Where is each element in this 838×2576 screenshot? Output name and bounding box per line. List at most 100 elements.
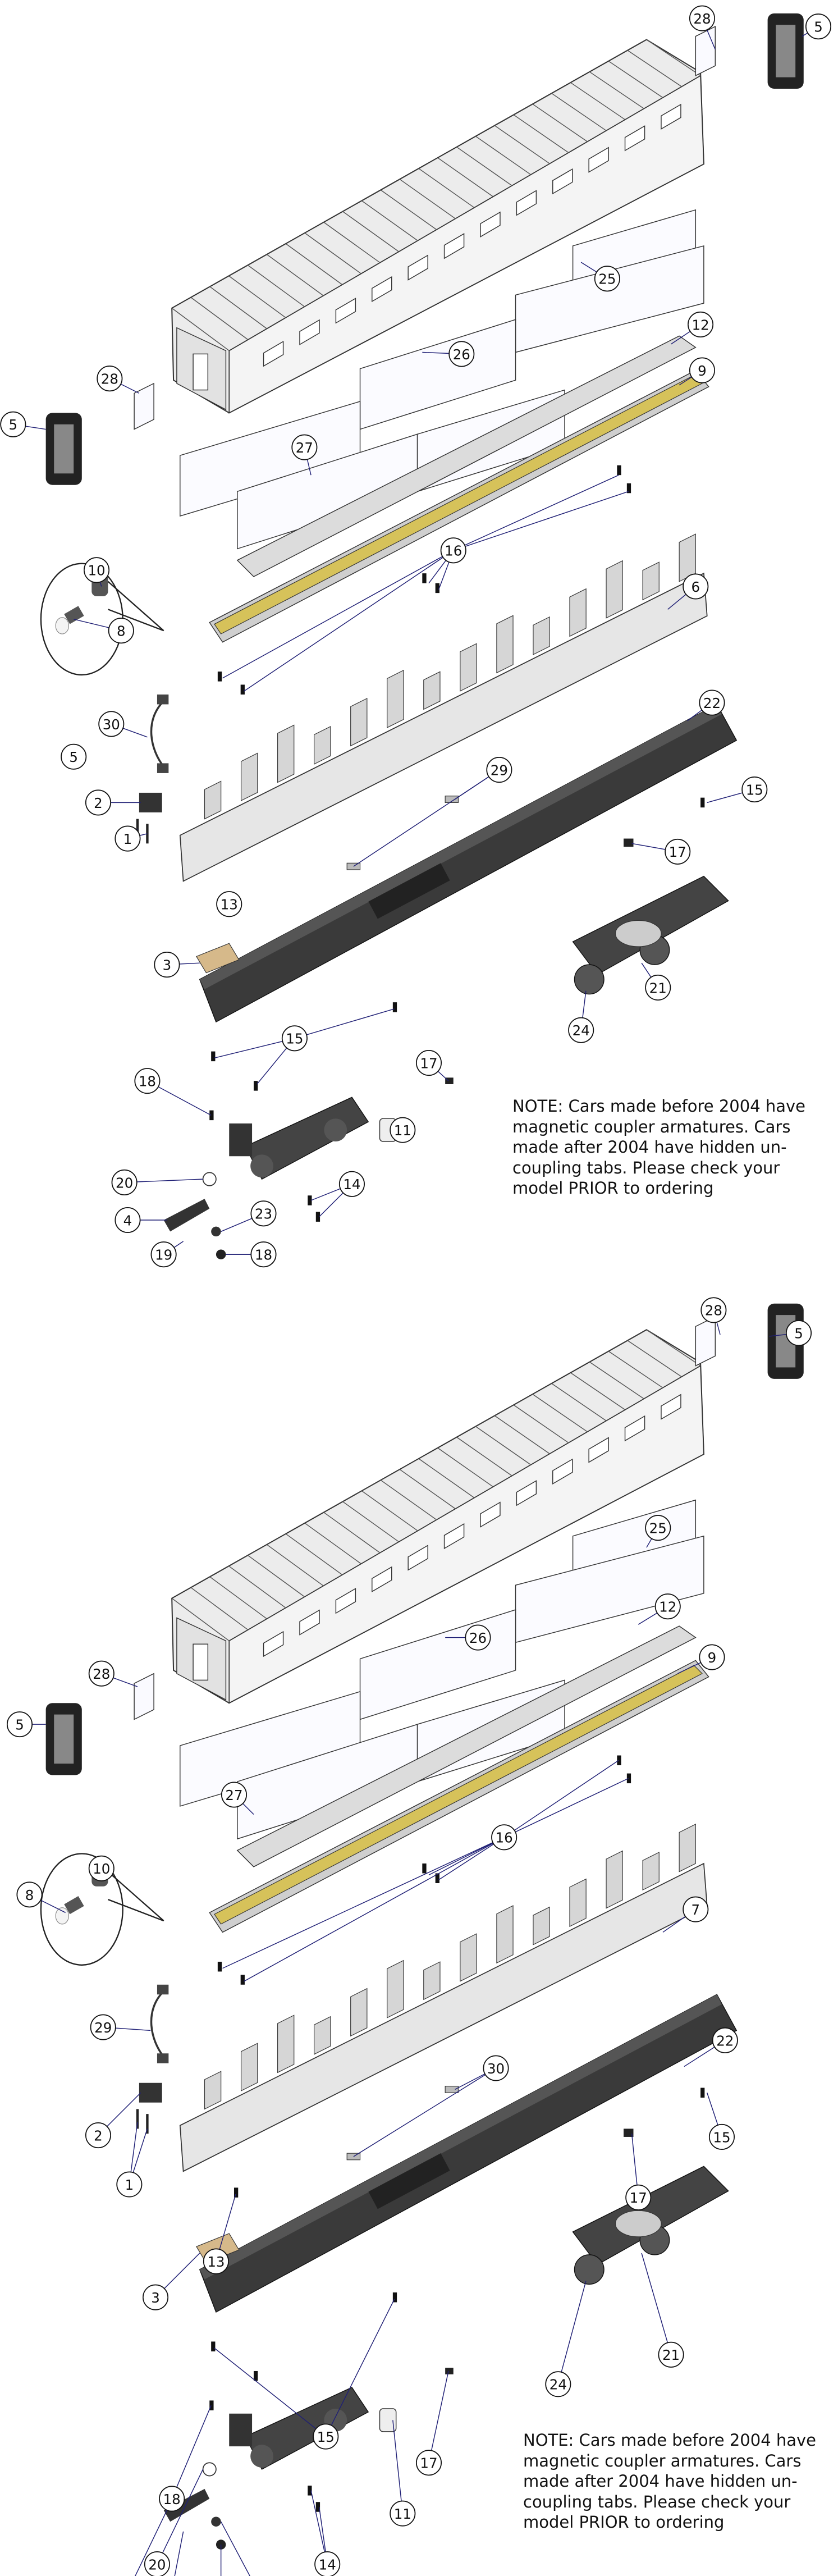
- callout-label: 17: [669, 844, 686, 860]
- note-line: model PRIOR to ordering: [523, 2513, 725, 2532]
- leader-line: [174, 2531, 184, 2576]
- note-line: coupling tabs. Please check your: [512, 1158, 780, 1177]
- callout-label: 20: [148, 2556, 166, 2573]
- leader-line: [171, 2405, 212, 2499]
- callout-label: 5: [794, 1326, 803, 1342]
- callout-circle: [98, 711, 125, 737]
- callout-part-number: 5: [769, 1320, 812, 1346]
- callout-part-number: 21: [641, 2253, 684, 2368]
- callout-part-number: 28: [88, 1660, 138, 1687]
- callout-label: 15: [746, 782, 763, 798]
- leader-line: [214, 1038, 295, 1059]
- callout-circle: [625, 2184, 652, 2210]
- callout-part-number: 4: [135, 2510, 168, 2576]
- note-line: magnetic coupler armatures. Cars: [512, 1117, 791, 1136]
- callout-circle: [61, 743, 87, 770]
- callout-part-number: 22: [687, 689, 725, 721]
- callout-part-number: 17: [415, 1050, 449, 1081]
- callout-label: 3: [151, 2290, 160, 2306]
- callout-label: 11: [394, 1122, 411, 1139]
- callout-part-number: 5: [802, 13, 832, 40]
- callout-part-number: 29: [353, 757, 512, 867]
- callout-label: 16: [496, 1830, 513, 1846]
- callout-label: 26: [469, 1630, 487, 1646]
- callout-circle: [6, 1711, 33, 1738]
- callout-circle: [314, 2551, 341, 2576]
- leader-line: [221, 2521, 250, 2576]
- callout-circle: [281, 1025, 308, 1052]
- callout-part-number: 13: [203, 2194, 236, 2274]
- callout-circle: [142, 2284, 169, 2310]
- callout-circle: [689, 357, 716, 383]
- callout-part-number: 3: [154, 952, 200, 978]
- callout-label: 24: [573, 1022, 590, 1039]
- callout-circle: [785, 1320, 812, 1346]
- callout-label: 8: [117, 623, 126, 640]
- callout-circle: [88, 1660, 115, 1687]
- callout-label: 10: [93, 1861, 110, 1877]
- callout-circle: [568, 1017, 594, 1043]
- callout-part-number: 21: [641, 962, 671, 1001]
- callout-part-number: 10: [84, 557, 110, 587]
- callout-part-number: 12: [638, 1593, 681, 1625]
- callout-part-number: 4: [115, 1207, 167, 1234]
- callout-label: 14: [319, 2556, 336, 2573]
- callout-circle: [699, 1644, 725, 1670]
- leader-line: [244, 1837, 505, 1982]
- callout-circle: [483, 2055, 509, 2081]
- callout-circle: [741, 777, 768, 803]
- callout-label: 27: [296, 440, 313, 456]
- callout-label: 12: [659, 1599, 676, 1615]
- callout-circle: [689, 5, 716, 31]
- callout-part-number: 28: [97, 366, 140, 394]
- callout-label: 22: [716, 2033, 734, 2049]
- callout-part-number: 27: [291, 434, 318, 476]
- callout-label: 1: [125, 2177, 134, 2193]
- callout-label: 9: [698, 363, 707, 379]
- callout-circle: [658, 2341, 684, 2368]
- note-line: coupling tabs. Please check your: [523, 2492, 791, 2511]
- note-line: model PRIOR to ordering: [512, 1179, 714, 1198]
- callout-circle: [88, 1855, 115, 1881]
- callout-part-number: 15: [214, 2299, 395, 2450]
- callout-label: 9: [708, 1650, 717, 1666]
- callout-circle: [805, 13, 832, 40]
- callout-circle: [645, 974, 671, 1001]
- callout-part-number: 28: [689, 5, 716, 50]
- callout-circle: [654, 1593, 681, 1620]
- callout-circle: [665, 838, 691, 865]
- callout-circle: [115, 825, 141, 852]
- callout-label: 30: [487, 2061, 505, 2077]
- leader-line: [503, 1778, 629, 1838]
- callout-circle: [683, 1896, 709, 1922]
- callout-part-number: 20: [144, 2469, 204, 2576]
- callout-circle: [491, 1824, 518, 1851]
- callout-part-number: 25: [645, 1515, 671, 1548]
- callout-label: 29: [94, 2020, 112, 2036]
- callout-part-number: 11: [390, 2420, 416, 2527]
- callout-label: 25: [598, 271, 616, 287]
- callout-circle: [97, 366, 123, 392]
- callout-part-number: 19: [174, 2531, 184, 2576]
- callout-circle: [250, 1241, 277, 1268]
- leader-line: [353, 769, 500, 867]
- callout-label: 25: [649, 1520, 667, 1537]
- callout-part-number: 23: [221, 2521, 250, 2576]
- callout-label: 4: [123, 1212, 132, 1228]
- leader-line: [244, 550, 454, 692]
- callout-circle: [700, 1297, 727, 1323]
- callout-part-number: 16: [222, 1760, 629, 1982]
- callout-part-number: 1: [115, 825, 148, 852]
- callout-label: 1: [123, 831, 132, 847]
- callout-label: 13: [221, 897, 238, 913]
- callout-circle: [216, 891, 242, 917]
- callout-label: 15: [317, 2429, 335, 2445]
- callout-label: 10: [88, 563, 105, 579]
- note-line: made after 2004 have hidden un-: [523, 2472, 798, 2491]
- callout-part-number: 26: [445, 1624, 491, 1651]
- callout-circle: [108, 618, 134, 644]
- callout-part-number: 2: [85, 789, 141, 816]
- callout-label: 11: [394, 2506, 411, 2522]
